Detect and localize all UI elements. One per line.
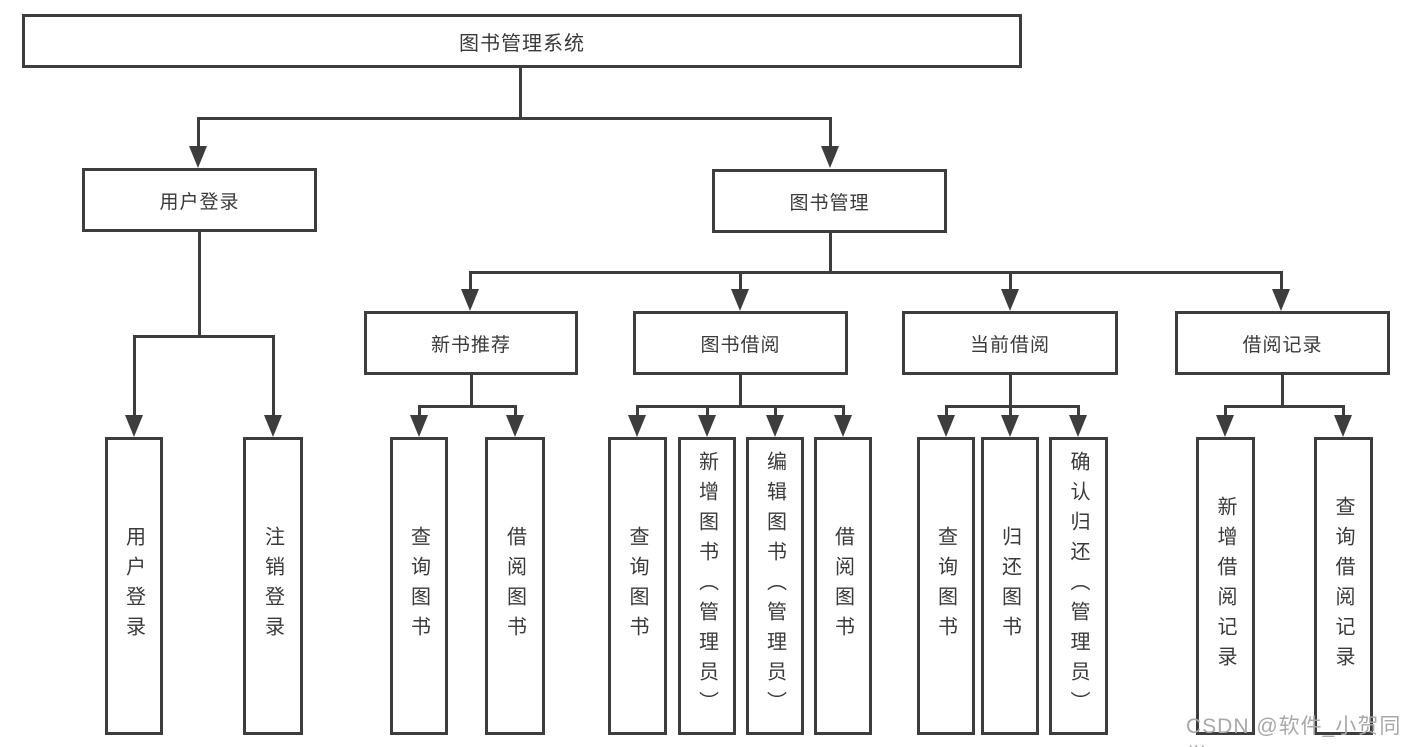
arrowhead-new-book — [461, 289, 479, 311]
arrowhead-rec-query — [1334, 415, 1352, 437]
connector-drop-user-login — [196, 117, 200, 148]
connector-userlogin-horizontal — [132, 335, 275, 338]
arrowhead-book-management — [821, 146, 839, 168]
arrowhead-bb-add — [698, 415, 716, 437]
connector-record-horizontal — [1223, 405, 1345, 408]
arrowhead-rec-add — [1216, 415, 1234, 437]
connector-bookborrow-vertical — [738, 375, 742, 408]
arrowhead-cb-confirm — [1069, 415, 1087, 437]
leaf-return-book: 归还图书 — [981, 437, 1039, 735]
connector-newbook-horizontal — [417, 405, 517, 408]
arrowhead-cb-query — [937, 415, 955, 437]
arrowhead-user-login — [189, 146, 207, 168]
node-book-management: 图书管理 — [712, 169, 947, 233]
connector-newbook-vertical — [469, 375, 473, 408]
connector-drop-rec-query — [1341, 405, 1345, 417]
node-book-borrowing: 图书借阅 — [633, 311, 848, 375]
leaf-edit-book-admin: 编辑图书（管理员） — [746, 437, 804, 735]
connector-drop-new-book — [468, 271, 472, 291]
connector-drop-book-management — [828, 117, 832, 148]
leaf-add-borrow-record: 新增借阅记录 — [1196, 437, 1255, 735]
connector-drop-cb-return — [1008, 405, 1012, 417]
arrowhead-newbook-query — [410, 415, 428, 437]
connector-mgmt-horizontal — [468, 271, 1283, 274]
arrowhead-leaf-logout — [264, 415, 282, 437]
connector-drop-bb-borrow — [841, 405, 845, 417]
arrowhead-bb-query — [628, 415, 646, 437]
connector-drop-cb-confirm — [1076, 405, 1080, 417]
leaf-user-login: 用户登录 — [105, 437, 163, 735]
arrowhead-bb-edit — [766, 415, 784, 437]
connector-drop-bb-edit — [773, 405, 777, 417]
arrowhead-leaf-login — [125, 415, 143, 437]
connector-current-horizontal — [944, 405, 1080, 408]
connector-bookborrow-horizontal — [635, 405, 845, 408]
arrowhead-cb-return — [1001, 415, 1019, 437]
node-root: 图书管理系统 — [22, 14, 1022, 68]
connector-drop-current-borrow — [1008, 271, 1012, 291]
leaf-query-books-borrow: 查询图书 — [608, 437, 667, 735]
connector-drop-leaf-logout — [271, 335, 275, 415]
leaf-query-books-current: 查询图书 — [917, 437, 975, 735]
arrowhead-book-borrow — [731, 289, 749, 311]
leaf-logout: 注销登录 — [243, 437, 303, 735]
leaf-confirm-return-admin: 确认归还（管理员） — [1049, 437, 1108, 735]
connector-drop-newbook-borrow — [513, 405, 517, 417]
connector-drop-rec-add — [1223, 405, 1227, 417]
node-new-book-recommend: 新书推荐 — [364, 311, 578, 375]
connector-current-vertical — [1008, 375, 1012, 408]
connector-drop-bb-query — [635, 405, 639, 417]
arrowhead-newbook-borrow — [506, 415, 524, 437]
leaf-query-books-recommend: 查询图书 — [390, 437, 448, 735]
connector-mgmt-vertical — [828, 233, 832, 274]
connector-drop-book-borrow — [738, 271, 742, 291]
connector-drop-bb-add — [705, 405, 709, 417]
connector-root-horizontal — [196, 117, 832, 120]
connector-record-vertical — [1280, 375, 1284, 408]
connector-drop-borrow-record — [1279, 271, 1283, 291]
arrowhead-borrow-record — [1272, 289, 1290, 311]
leaf-query-borrow-record: 查询借阅记录 — [1314, 437, 1373, 735]
leaf-borrow-books-recommend: 借阅图书 — [485, 437, 545, 735]
connector-userlogin-vertical — [197, 232, 201, 336]
leaf-borrow-books: 借阅图书 — [814, 437, 872, 735]
node-user-login: 用户登录 — [82, 168, 317, 232]
node-borrowing-records: 借阅记录 — [1175, 311, 1390, 375]
connector-drop-leaf-login — [132, 335, 136, 415]
node-current-borrowing: 当前借阅 — [902, 311, 1118, 375]
connector-drop-newbook-query — [417, 405, 421, 417]
connector-drop-cb-query — [944, 405, 948, 417]
connector-root-vertical — [518, 68, 522, 118]
arrowhead-current-borrow — [1001, 289, 1019, 311]
arrowhead-bb-borrow — [834, 415, 852, 437]
leaf-add-book-admin: 新增图书（管理员） — [678, 437, 736, 735]
